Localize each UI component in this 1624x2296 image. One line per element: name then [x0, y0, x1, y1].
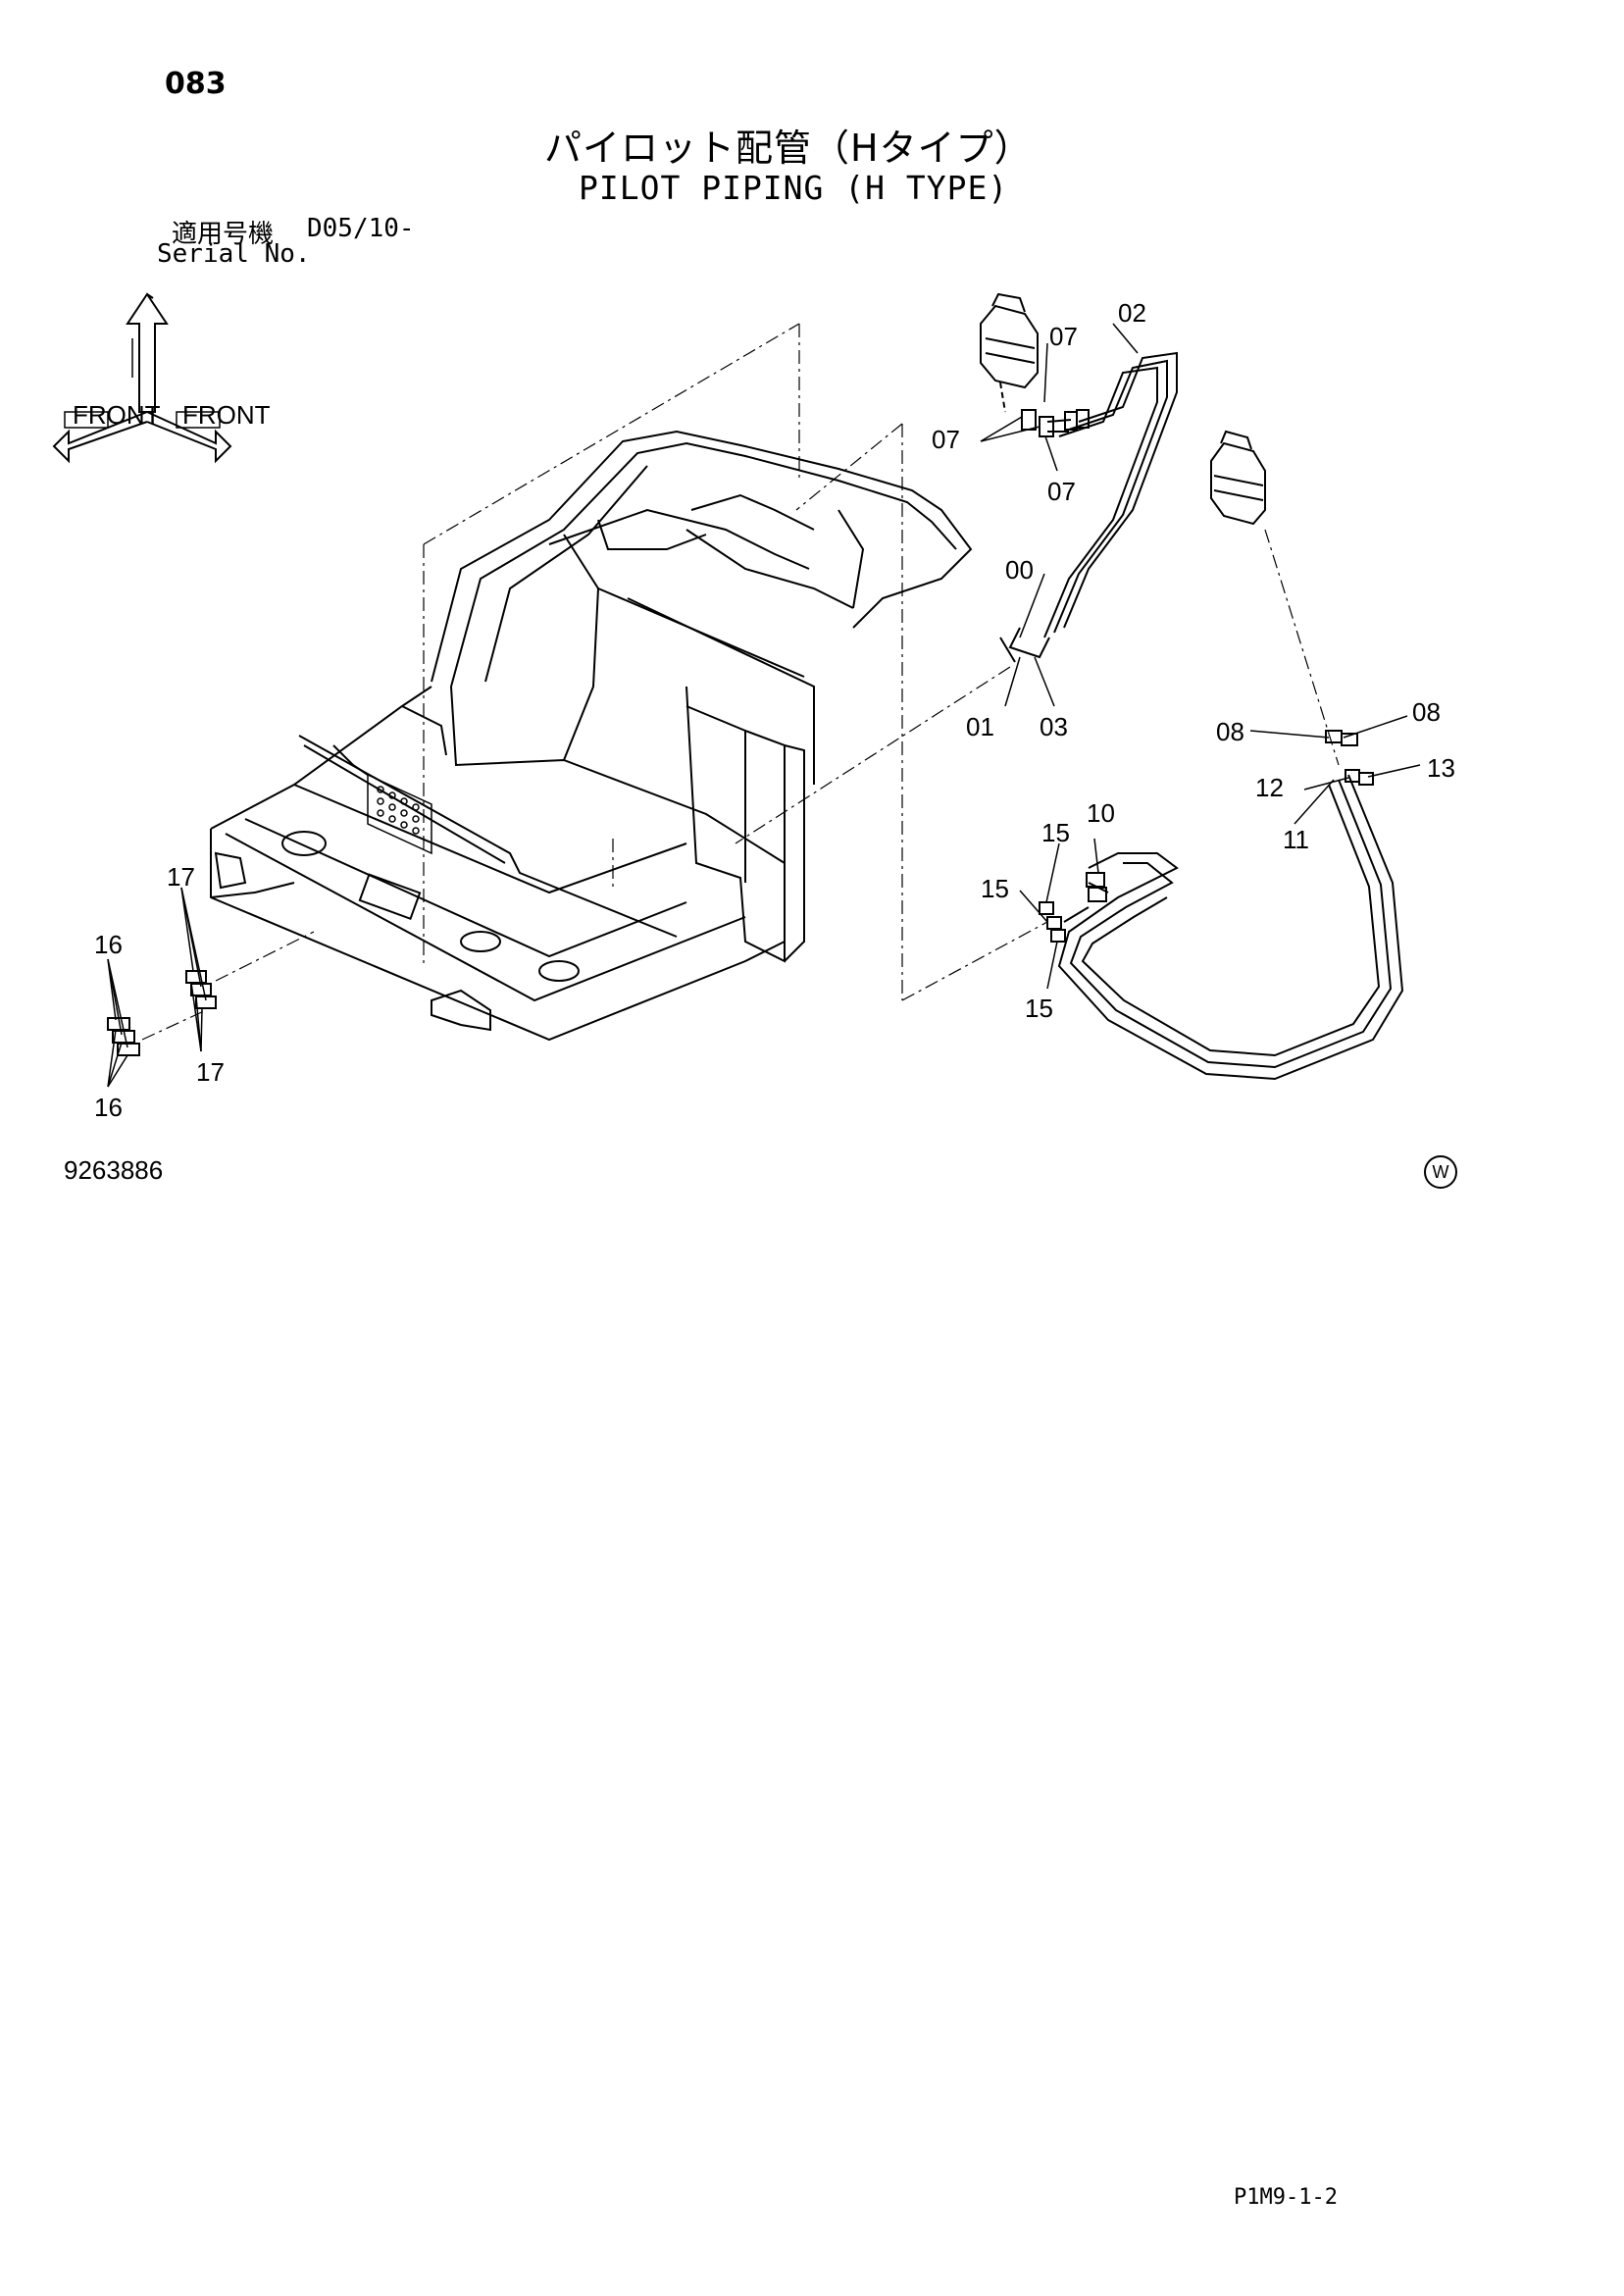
callout-16-bottom: 16 — [94, 1093, 123, 1122]
serial-label-english: Serial No. — [157, 239, 311, 269]
leader-lines — [107, 323, 1421, 1088]
callout-15-left: 15 — [981, 874, 1009, 903]
callout-10: 10 — [1087, 798, 1115, 828]
callout-01: 01 — [966, 712, 994, 741]
callout-07-bottom: 07 — [1047, 477, 1076, 506]
title-japanese: パイロット配管（Hタイプ） — [544, 127, 1033, 170]
serial-range: D05/10- — [307, 214, 415, 243]
callout-08-right: 08 — [1412, 697, 1441, 727]
callout-00: 00 — [1005, 555, 1034, 585]
callout-17-top: 17 — [167, 862, 195, 892]
callout-02: 02 — [1118, 298, 1146, 328]
callout-15-bottom: 15 — [1025, 994, 1053, 1023]
cab-frame — [210, 323, 1048, 1042]
hose-assembly-02 — [735, 351, 1178, 844]
callout-08-left: 08 — [1216, 717, 1244, 746]
orientation-label-front-left: FRONT — [73, 400, 161, 430]
orientation-label-front-right: FRONT — [182, 400, 271, 430]
w-mark: W — [1424, 1155, 1457, 1189]
pilot-valve-right — [1210, 430, 1266, 526]
serial-label-japanese: 適用号機 — [172, 220, 275, 249]
callout-17-bottom: 17 — [196, 1057, 225, 1087]
callout-15-top: 15 — [1041, 818, 1070, 847]
pilot-valve-left — [980, 292, 1039, 413]
hose-assembly-11 — [1057, 529, 1404, 1081]
callout-07-top: 07 — [1049, 322, 1078, 351]
callout-11: 11 — [1283, 825, 1309, 854]
callout-12: 12 — [1255, 773, 1284, 802]
callout-13: 13 — [1427, 753, 1455, 783]
callout-16-top: 16 — [94, 930, 123, 959]
fittings-15 — [1039, 901, 1090, 943]
callout-03: 03 — [1040, 712, 1068, 741]
drawing-number: 9263886 — [64, 1155, 164, 1185]
orientation-indicator — [52, 292, 232, 464]
page-number: 083 — [165, 67, 227, 101]
fittings-16-17 — [107, 931, 315, 1056]
title-english: PILOT PIPING (H TYPE) — [579, 169, 1009, 207]
callout-07-left: 07 — [932, 425, 960, 454]
page-reference: P1M9-1-2 — [1234, 2185, 1338, 2210]
